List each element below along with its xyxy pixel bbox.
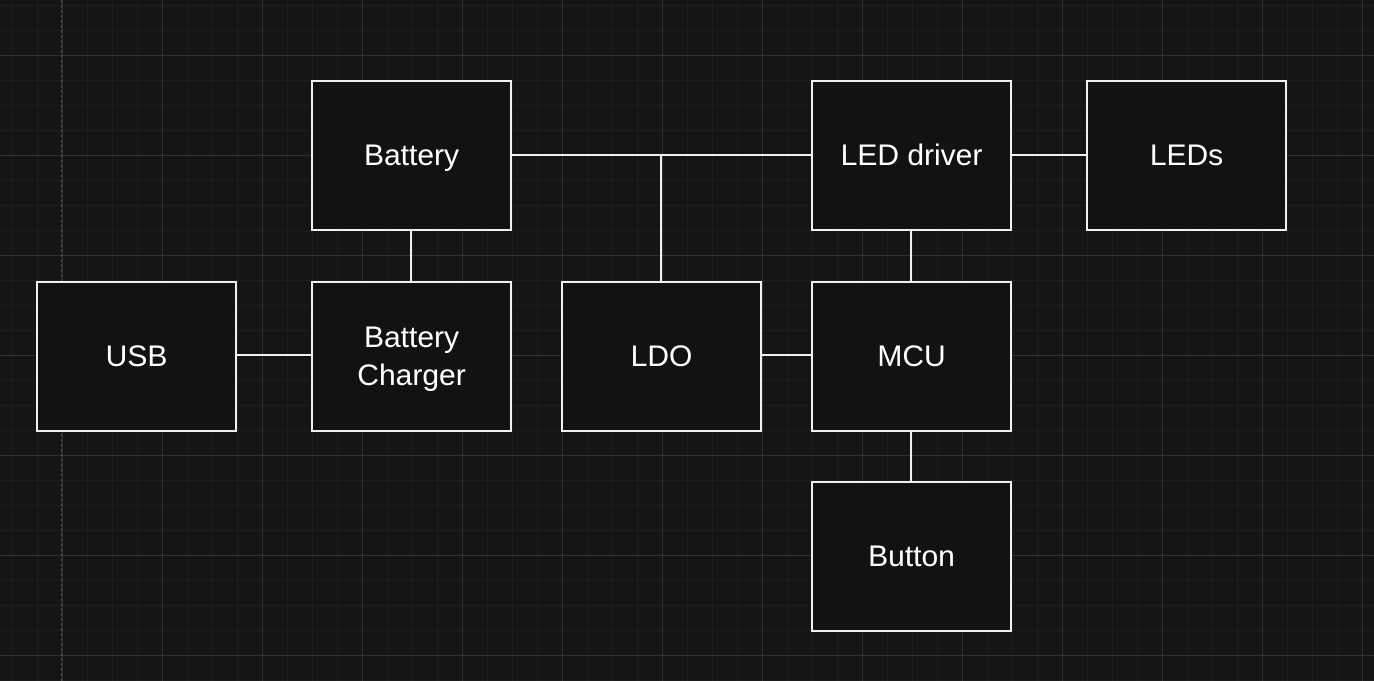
edge-led-driver--mcu[interactable] xyxy=(910,230,912,282)
node-leds[interactable]: LEDs xyxy=(1086,80,1287,231)
edge-usb--battery-charger[interactable] xyxy=(236,354,312,356)
node-button[interactable]: Button xyxy=(811,481,1012,632)
node-label-button: Button xyxy=(868,539,955,573)
node-usb[interactable]: USB xyxy=(36,281,237,432)
node-label-mcu: MCU xyxy=(877,339,946,373)
node-battery[interactable]: Battery xyxy=(311,80,512,231)
node-ldo[interactable]: LDO xyxy=(561,281,762,432)
edge-mcu--button[interactable] xyxy=(910,431,912,482)
edge-ldo--mcu[interactable] xyxy=(761,354,812,356)
edge-led-driver--leds[interactable] xyxy=(1011,154,1087,156)
node-led-driver[interactable]: LED driver xyxy=(811,80,1012,231)
node-label-battery-charger: Battery Charger xyxy=(357,320,466,392)
edge-battery-bus--ldo[interactable] xyxy=(660,155,662,282)
node-label-battery: Battery xyxy=(363,138,460,172)
node-label-ldo: LDO xyxy=(630,339,693,373)
edge-battery-charger--battery[interactable] xyxy=(410,230,412,282)
node-label-leds: LEDs xyxy=(1149,138,1224,172)
node-label-usb: USB xyxy=(105,339,168,373)
node-label-led-driver: LED driver xyxy=(840,138,983,172)
node-battery-charger[interactable]: Battery Charger xyxy=(311,281,512,432)
node-mcu[interactable]: MCU xyxy=(811,281,1012,432)
